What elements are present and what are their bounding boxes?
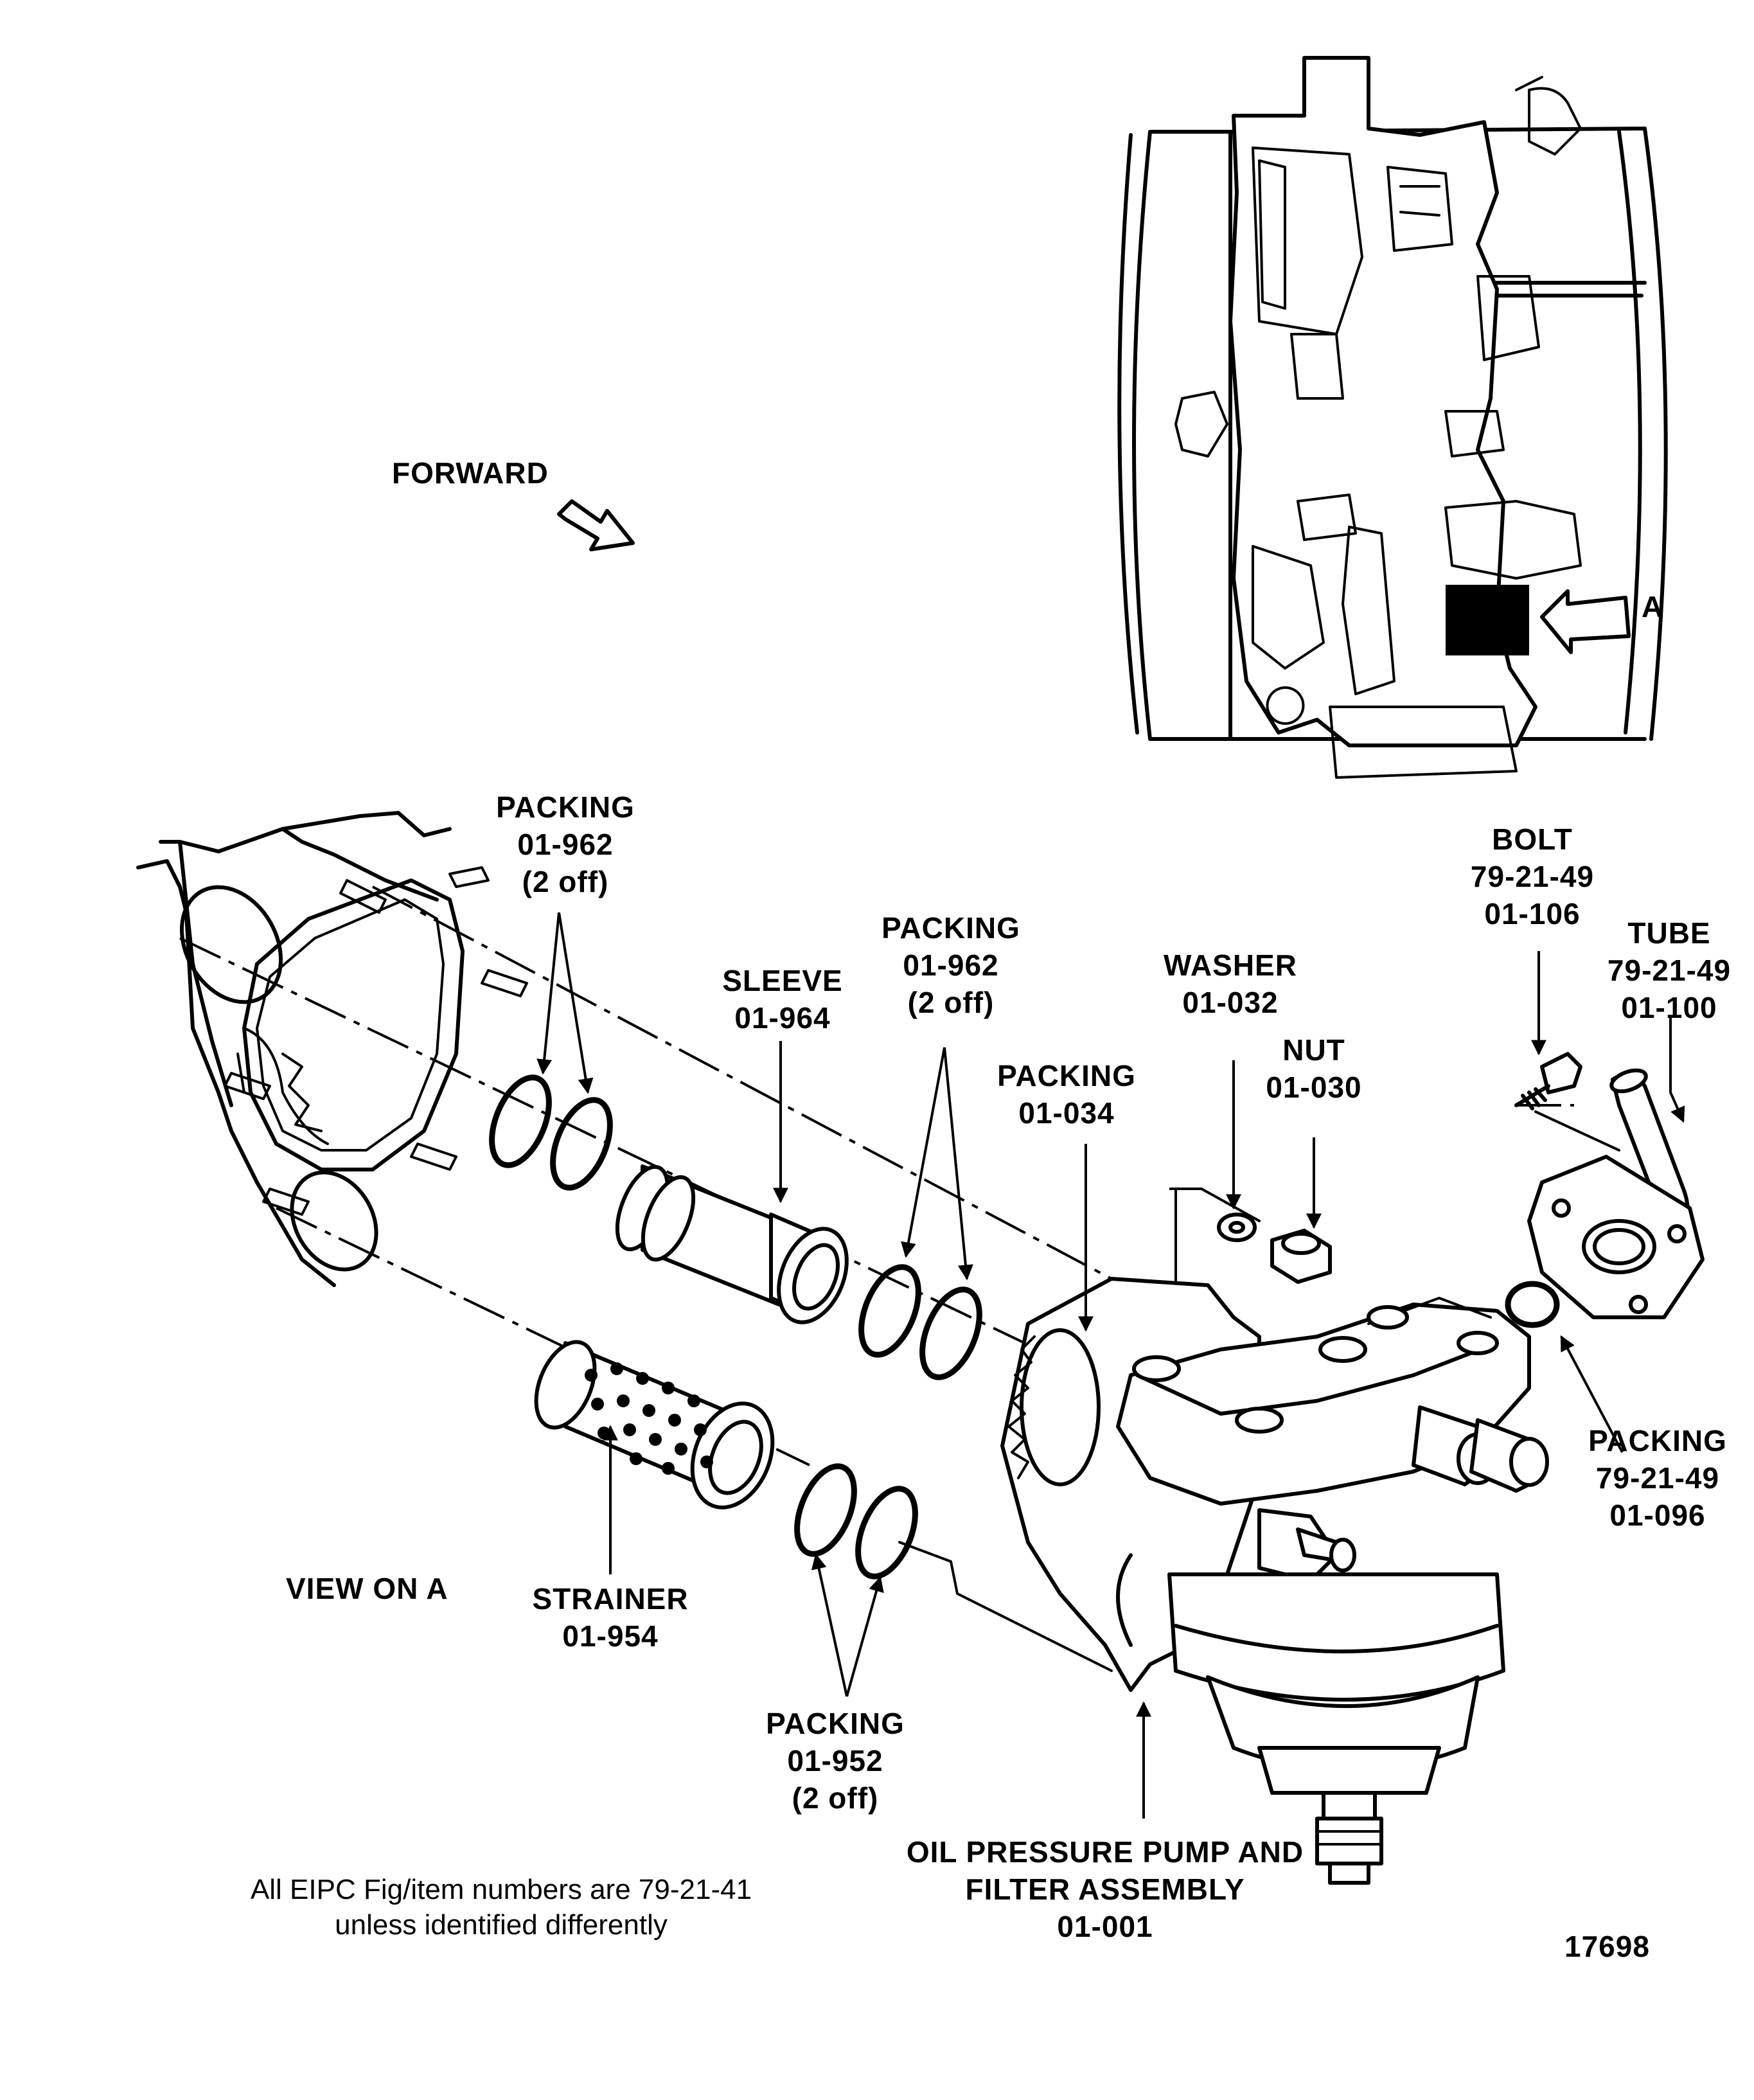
view-on-a-label: VIEW ON A <box>286 1572 448 1605</box>
packing-ring <box>1505 1281 1560 1328</box>
packing-962-top-title: PACKING <box>496 790 635 824</box>
strainer-title: STRAINER <box>532 1582 688 1615</box>
sleeve-part <box>615 1164 849 1324</box>
pump-number: 01-001 <box>1057 1910 1153 1943</box>
forward-arrow-icon <box>557 499 635 551</box>
nut-part <box>1270 1229 1332 1284</box>
forward-label: FORWARD <box>392 456 549 490</box>
gearbox-mounting-pad <box>136 811 528 1287</box>
packing-952-number: 01-952 <box>787 1744 883 1777</box>
packing-096-title: PACKING <box>1588 1424 1727 1457</box>
pump-title-line2: FILTER ASSEMBLY <box>966 1873 1245 1906</box>
tube-number: 01-100 <box>1621 991 1717 1024</box>
washer-part <box>1217 1213 1257 1242</box>
note-line1: All EIPC Fig/item numbers are 79-21-41 <box>251 1874 752 1905</box>
packing-ring <box>489 1074 552 1168</box>
packing-034-number: 01-034 <box>1018 1096 1114 1130</box>
sleeve-title: SLEEVE <box>722 964 843 997</box>
packing-096-ref: 79-21-49 <box>1596 1461 1719 1495</box>
nut-number: 01-030 <box>1266 1071 1361 1104</box>
engine-overview-drawing: A <box>1117 56 1668 779</box>
bolt-number: 01-106 <box>1484 897 1580 930</box>
packing-ring <box>794 1463 857 1557</box>
nut-title: NUT <box>1282 1033 1345 1067</box>
packing-962-top-number: 01-962 <box>517 828 613 861</box>
bolt-ref: 79-21-49 <box>1471 860 1594 893</box>
view-a-marker: A <box>1642 590 1663 623</box>
packing-952-qty: (2 off) <box>792 1781 879 1815</box>
strainer-part <box>534 1340 775 1509</box>
pump-title-line1: OIL PRESSURE PUMP AND <box>907 1835 1304 1869</box>
packing-952-title: PACKING <box>766 1707 905 1740</box>
figure-number: 17698 <box>1564 1930 1650 1963</box>
strainer-number: 01-954 <box>562 1619 658 1653</box>
packing-ring <box>919 1286 982 1380</box>
bolt-title: BOLT <box>1492 823 1573 856</box>
packing-962-mid-title: PACKING <box>881 911 1020 945</box>
packing-962-top-qty: (2 off) <box>522 865 609 898</box>
washer-title: WASHER <box>1164 948 1297 982</box>
leader-lines <box>536 912 1685 1819</box>
part-labels: PACKING 01-962 (2 off) SLEEVE 01-964 PAC… <box>251 790 1731 1943</box>
tube-title: TUBE <box>1627 916 1710 950</box>
packing-ring <box>550 1097 613 1191</box>
tube-ref: 79-21-49 <box>1608 954 1731 987</box>
packing-962-mid-qty: (2 off) <box>908 986 995 1019</box>
packing-ring <box>858 1264 921 1358</box>
packing-034-title: PACKING <box>997 1059 1136 1092</box>
packing-096-number: 01-096 <box>1609 1499 1705 1532</box>
oil-pump-filter-assembly <box>1000 1277 1549 1885</box>
bolt-part <box>1514 1052 1582 1110</box>
tube-part <box>1527 1068 1705 1319</box>
washer-number: 01-032 <box>1182 986 1278 1019</box>
packing-962-mid-number: 01-962 <box>903 948 998 982</box>
packing-ring <box>855 1486 918 1579</box>
sleeve-number: 01-964 <box>734 1001 830 1035</box>
note-line2: unless identified differently <box>335 1909 668 1941</box>
